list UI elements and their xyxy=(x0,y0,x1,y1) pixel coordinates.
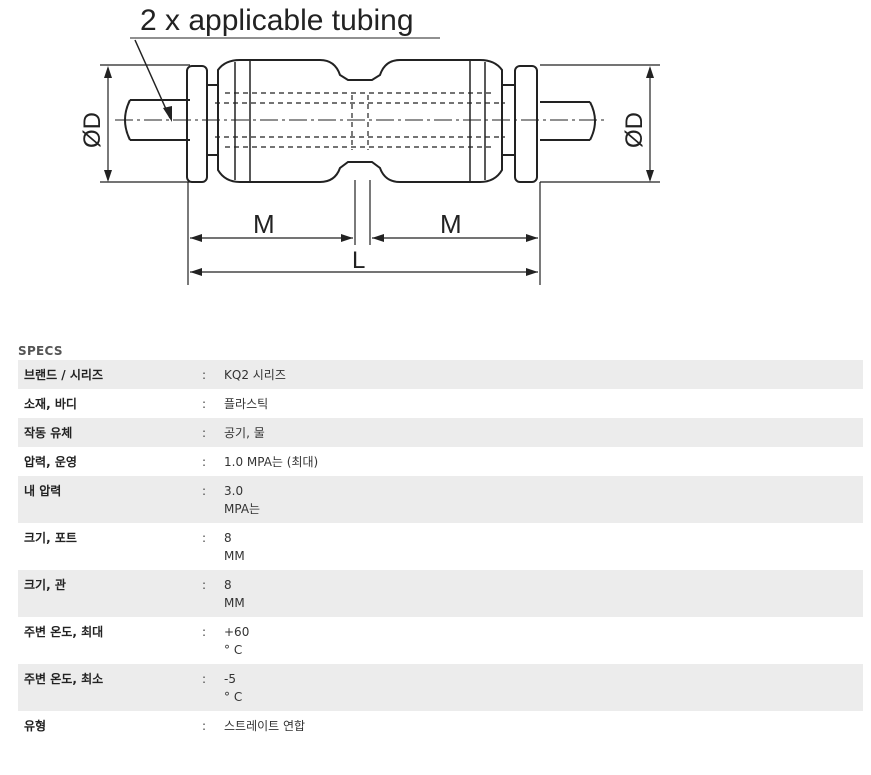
spec-label: 크기, 포트 xyxy=(24,531,77,545)
l-label: L xyxy=(352,247,365,274)
spec-separator: : xyxy=(202,625,207,639)
spec-label: 유형 xyxy=(24,719,47,733)
spec-value: -5° C xyxy=(224,672,243,704)
spec-value: KQ2 시리즈 xyxy=(224,368,286,382)
right-release-ring xyxy=(514,65,538,183)
spec-separator: : xyxy=(202,484,207,498)
spec-row-operating-pressure: 압력, 운영 : 1.0 MPA는 (최대) xyxy=(18,447,863,476)
spec-value: 1.0 MPA는 (최대) xyxy=(224,455,319,469)
spec-separator: : xyxy=(202,368,207,382)
specs-heading: SPECS xyxy=(18,344,63,358)
spec-row-brand: 브랜드 / 시리즈 : KQ2 시리즈 xyxy=(18,360,863,389)
spec-separator: : xyxy=(202,672,207,686)
left-tube xyxy=(130,99,190,141)
spec-row-material: 소재, 바디 : 플라스틱 xyxy=(18,389,863,418)
m-left-label: M xyxy=(253,209,275,239)
spec-label: 크기, 관 xyxy=(24,578,66,592)
spec-separator: : xyxy=(202,455,207,469)
tubing-callout-label: 2 x applicable tubing xyxy=(140,4,414,37)
spec-separator: : xyxy=(202,397,207,411)
spec-value: 공기, 물 xyxy=(224,426,265,440)
fitting-dimension-drawing: 2 x applicable tubing ØD ØD M M L xyxy=(79,4,660,285)
spec-separator: : xyxy=(202,719,207,733)
spec-separator: : xyxy=(202,531,207,545)
union-body xyxy=(217,59,503,183)
spec-label: 작동 유체 xyxy=(24,426,73,440)
right-tube-end xyxy=(589,101,596,141)
spec-label: 주변 온도, 최대 xyxy=(24,625,104,639)
spec-value: 플라스틱 xyxy=(224,397,269,411)
spec-row-fluid: 작동 유체 : 공기, 물 xyxy=(18,418,863,447)
right-tube xyxy=(540,101,590,141)
spec-row-ambient-max: 주변 온도, 최대 : +60° C xyxy=(18,617,863,664)
spec-label: 주변 온도, 최소 xyxy=(24,672,104,686)
callout-leader xyxy=(134,39,171,119)
spec-label: 내 압력 xyxy=(24,484,62,498)
spec-row-type: 유형 : 스트레이트 연합 xyxy=(18,711,863,740)
left-release-ring xyxy=(186,65,208,183)
spec-separator: : xyxy=(202,426,207,440)
spec-separator: : xyxy=(202,578,207,592)
spec-value: 스트레이트 연합 xyxy=(224,719,306,733)
m-right-label: M xyxy=(440,209,462,239)
specs-table: 브랜드 / 시리즈 : KQ2 시리즈 소재, 바디 : 플라스틱 작동 유체 … xyxy=(18,360,863,740)
left-diameter-label: ØD xyxy=(79,112,106,148)
right-diameter-label: ØD xyxy=(621,112,648,148)
spec-label: 브랜드 / 시리즈 xyxy=(24,368,103,382)
spec-value: +60° C xyxy=(224,625,250,657)
spec-label: 압력, 운영 xyxy=(24,455,77,469)
spec-row-ambient-min: 주변 온도, 최소 : -5° C xyxy=(18,664,863,711)
spec-label: 소재, 바디 xyxy=(24,397,77,411)
